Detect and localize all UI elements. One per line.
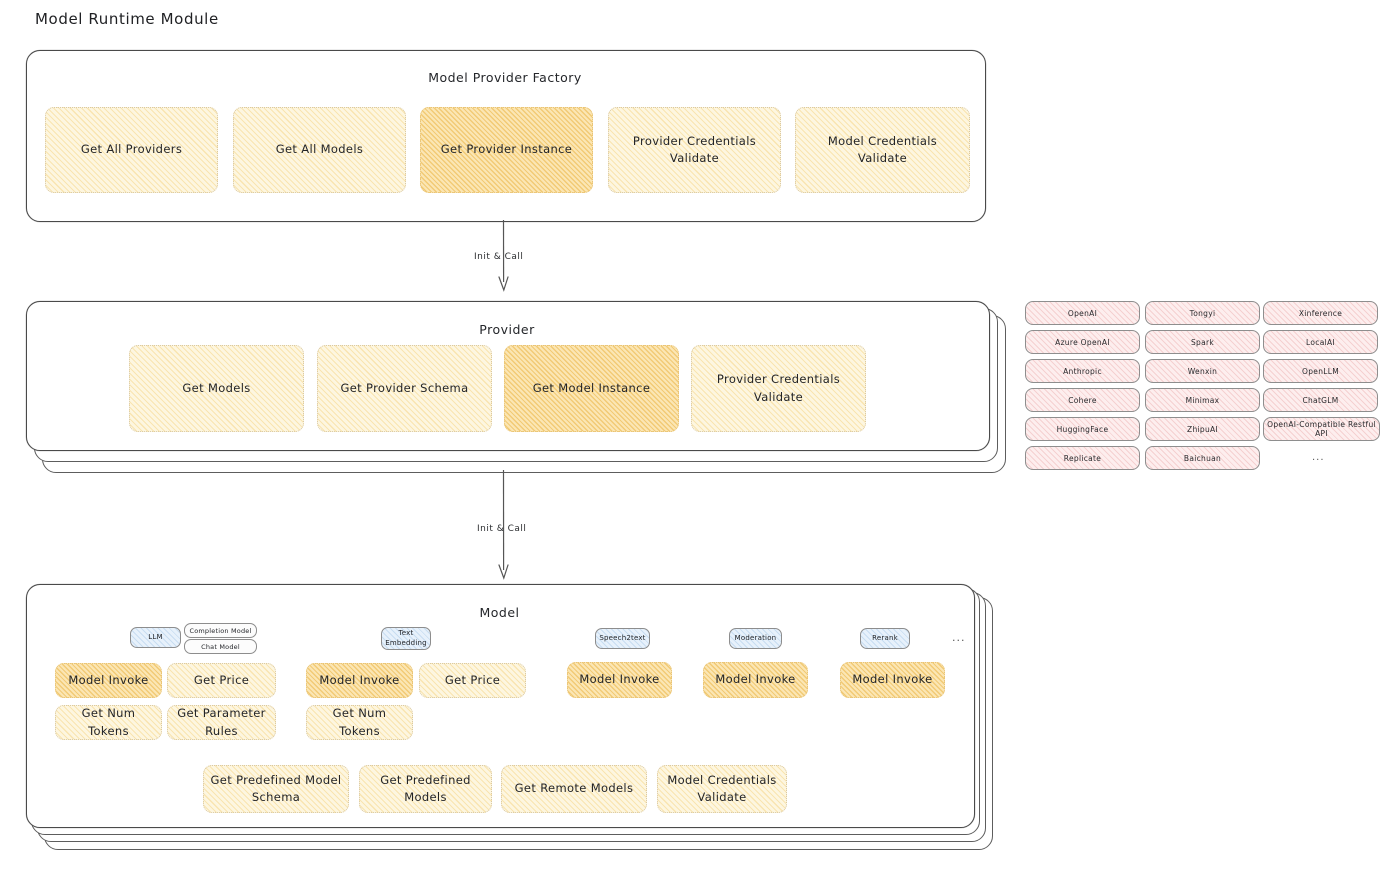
provider-chip-wenxin[interactable]: Wenxin: [1145, 359, 1260, 383]
provider-item-get-model-instance[interactable]: Get Model Instance: [504, 345, 679, 432]
provider-chip-spark[interactable]: Spark: [1145, 330, 1260, 354]
provider-chip-minimax[interactable]: Minimax: [1145, 388, 1260, 412]
factory-item-model-credentials-validate[interactable]: Model Credentials Validate: [795, 107, 970, 193]
model-action-moderation-model-invoke[interactable]: Model Invoke: [703, 662, 808, 698]
factory-item-get-provider-instance[interactable]: Get Provider Instance: [420, 107, 593, 193]
connector-label-init-call-2: Init & Call: [477, 524, 527, 534]
model-badge-rerank[interactable]: Rerank: [860, 628, 910, 649]
model-action-speech2text-model-invoke[interactable]: Model Invoke: [567, 662, 672, 698]
provider-chip-replicate[interactable]: Replicate: [1025, 446, 1140, 470]
model-badge-llm[interactable]: LLM: [130, 627, 181, 648]
provider-chip-openllm[interactable]: OpenLLM: [1263, 359, 1378, 383]
model-common-action-get-predefined-model-schema[interactable]: Get Predefined Model Schema: [203, 765, 349, 813]
provider-chip-tongyi[interactable]: Tongyi: [1145, 301, 1260, 325]
factory-item-provider-credentials-validate[interactable]: Provider Credentials Validate: [608, 107, 781, 193]
provider-item-get-provider-schema[interactable]: Get Provider Schema: [317, 345, 492, 432]
provider-item-get-models[interactable]: Get Models: [129, 345, 304, 432]
provider-list-more: ...: [1312, 452, 1325, 463]
model-action-llm-get-price[interactable]: Get Price: [167, 663, 276, 698]
model-common-action-model-credentials-validate[interactable]: Model Credentials Validate: [657, 765, 787, 813]
connector-factory-to-provider: [498, 220, 509, 292]
provider-chip-chatglm[interactable]: ChatGLM: [1263, 388, 1378, 412]
factory-item-get-all-models[interactable]: Get All Models: [233, 107, 406, 193]
provider-chip-baichuan[interactable]: Baichuan: [1145, 446, 1260, 470]
provider-chip-anthropic[interactable]: Anthropic: [1025, 359, 1140, 383]
model-groups-more: ...: [952, 631, 966, 644]
provider-title: Provider: [479, 322, 535, 337]
model-badge-text-embedding[interactable]: Text Embedding: [381, 627, 431, 650]
model-provider-factory-title: Model Provider Factory: [428, 70, 582, 85]
model-action-text-embedding-model-invoke[interactable]: Model Invoke: [306, 663, 413, 698]
connector-provider-to-model: [498, 470, 509, 580]
model-badge-speech2text[interactable]: Speech2text: [595, 628, 650, 649]
model-action-llm-get-parameter-rules[interactable]: Get Parameter Rules: [167, 705, 276, 740]
model-action-llm-model-invoke[interactable]: Model Invoke: [55, 663, 162, 698]
model-badge-moderation[interactable]: Moderation: [729, 628, 782, 649]
page-title: Model Runtime Module: [35, 10, 219, 28]
factory-item-get-all-providers[interactable]: Get All Providers: [45, 107, 218, 193]
provider-chip-openai-compatible-restful-api[interactable]: OpenAI-Compatible Restful API: [1263, 417, 1380, 441]
connector-label-init-call-1: Init & Call: [474, 252, 524, 262]
model-action-text-embedding-get-price[interactable]: Get Price: [419, 663, 526, 698]
provider-chip-xinference[interactable]: Xinference: [1263, 301, 1378, 325]
model-common-action-get-predefined-models[interactable]: Get Predefined Models: [359, 765, 492, 813]
model-common-action-get-remote-models[interactable]: Get Remote Models: [501, 765, 647, 813]
provider-chip-huggingface[interactable]: HuggingFace: [1025, 417, 1140, 441]
provider-chip-localai[interactable]: LocalAI: [1263, 330, 1378, 354]
model-action-text-embedding-get-num-tokens[interactable]: Get Num Tokens: [306, 705, 413, 740]
provider-chip-openai[interactable]: OpenAI: [1025, 301, 1140, 325]
provider-chip-cohere[interactable]: Cohere: [1025, 388, 1140, 412]
model-action-llm-get-num-tokens[interactable]: Get Num Tokens: [55, 705, 162, 740]
model-tag-chat-model[interactable]: Chat Model: [184, 639, 257, 654]
model-action-rerank-model-invoke[interactable]: Model Invoke: [840, 662, 945, 698]
provider-chip-azure-openai[interactable]: Azure OpenAI: [1025, 330, 1140, 354]
model-tag-completion-model[interactable]: Completion Model: [184, 623, 257, 638]
provider-chip-zhipuai[interactable]: ZhipuAI: [1145, 417, 1260, 441]
provider-item-provider-credentials-validate[interactable]: Provider Credentials Validate: [691, 345, 866, 432]
model-title: Model: [479, 605, 520, 620]
